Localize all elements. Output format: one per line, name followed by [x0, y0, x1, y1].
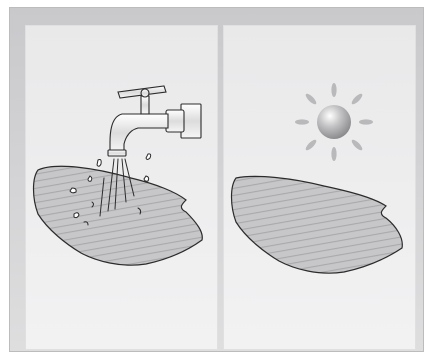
wash-illustration — [26, 26, 218, 350]
illustration-frame — [9, 7, 424, 352]
mop-pad-icon — [34, 166, 203, 265]
sun-icon — [295, 83, 373, 161]
dry-illustration — [224, 26, 416, 350]
wash-panel — [25, 25, 218, 350]
mop-pad-icon — [232, 176, 403, 273]
faucet-icon — [108, 86, 201, 156]
dry-panel — [223, 25, 416, 350]
